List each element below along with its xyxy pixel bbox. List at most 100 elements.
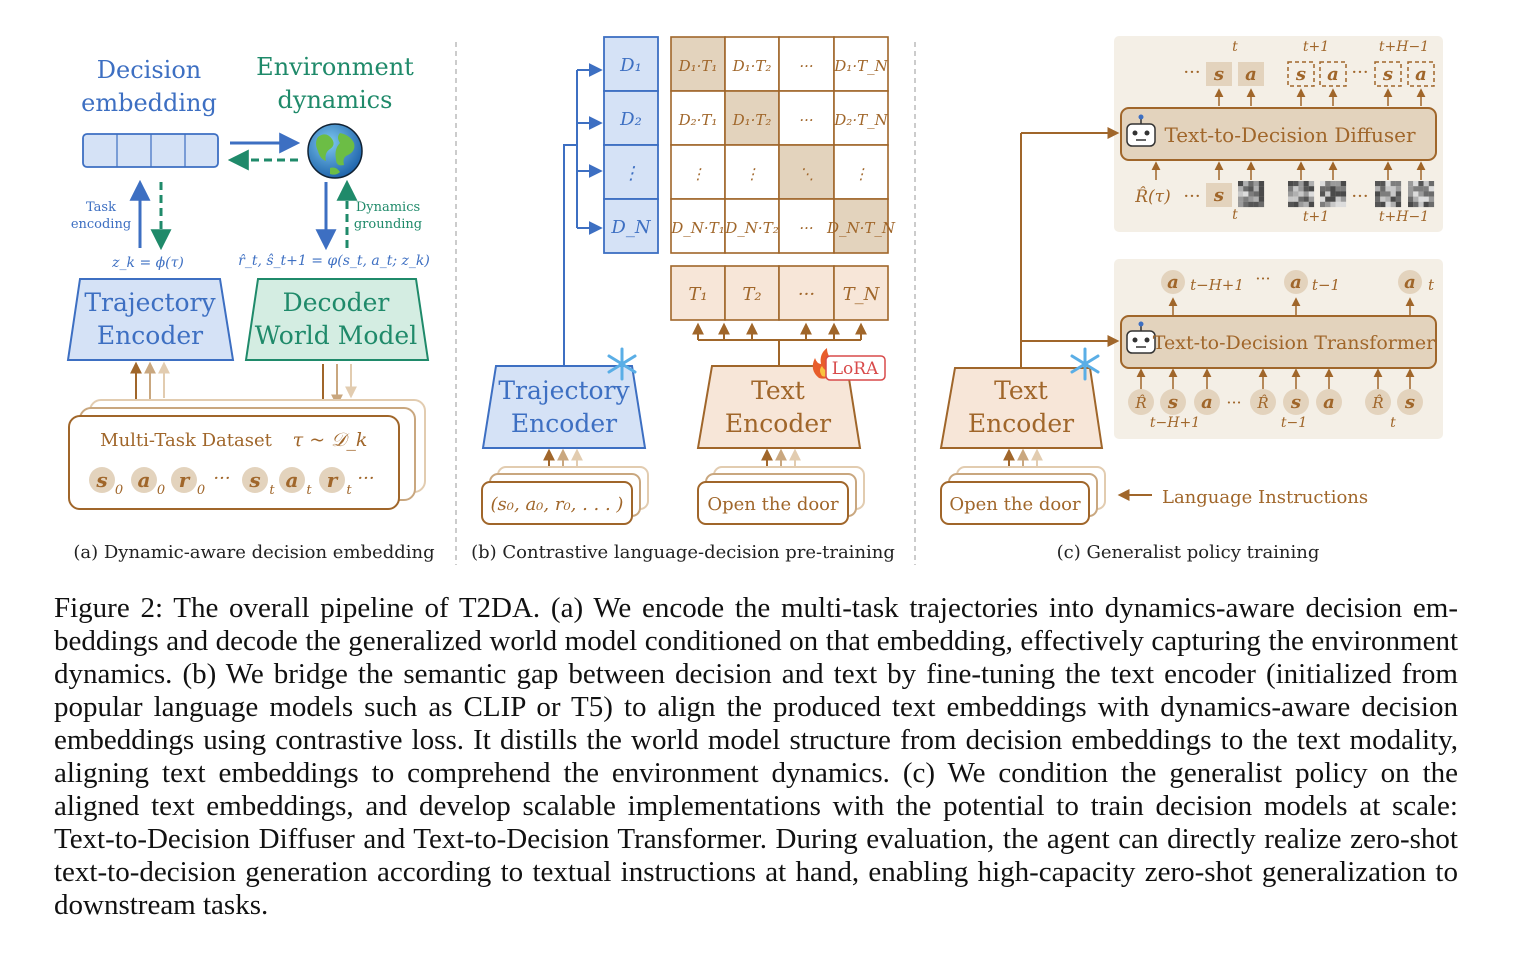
transformer-top-a3 <box>1398 270 1422 294</box>
snowflake-icon <box>1070 347 1100 381</box>
decision-embedding-cell <box>603 90 659 146</box>
text-encoder-b <box>696 365 862 449</box>
traj-encoder-b-line2: Encoder <box>511 409 617 438</box>
decision-embedding-label: D_N <box>610 217 651 238</box>
noise-patch <box>1288 181 1315 208</box>
matrix-cell <box>670 90 726 146</box>
transformer-token: a <box>1201 392 1213 413</box>
diffuser-bottom-time-t: t <box>1232 207 1238 223</box>
decision-embedding-vector <box>82 133 219 168</box>
noise-patches <box>1238 181 1435 208</box>
transformer-token: s <box>1404 392 1415 413</box>
dataset-token-bg <box>131 467 157 493</box>
dataset-token: ··· <box>357 468 374 489</box>
matrix-cell-label: D₂·T_N <box>833 111 888 129</box>
diffuser-top-s <box>1206 62 1232 86</box>
text-encoder-b-line2: Encoder <box>725 409 831 438</box>
diffuser-top-a3-text: a <box>1415 64 1427 85</box>
transformer-top-label-3: t <box>1428 276 1435 294</box>
diffuser-top-s3-text: s <box>1382 64 1393 85</box>
matrix-cell-label: ··· <box>799 219 813 237</box>
text-encoder-c-line2: Encoder <box>968 409 1074 438</box>
matrix-cell-label: D₂·T₁ <box>678 111 718 129</box>
matrix-cell <box>724 36 780 92</box>
dataset-token-subscript: t <box>269 483 275 498</box>
dataset-token-subscript: 0 <box>115 483 123 498</box>
dataset-token-bg <box>242 467 268 493</box>
dynamics-grounding-label-1: Dynamics <box>356 200 420 215</box>
lora-badge <box>825 355 886 381</box>
diffuser-top-time-tH: t+H−1 <box>1379 39 1429 55</box>
zk-formula: z_k = ϕ(τ) <box>111 255 184 271</box>
panel-b-label: (b) Contrastive language-decision pre-tr… <box>471 542 895 563</box>
transformer-token-bg <box>1316 389 1342 415</box>
diffuser-up-arrows <box>1151 88 1426 180</box>
transformer-label: Text-to-Decision Transformer <box>1153 332 1436 354</box>
text-embedding-label: T_N <box>843 284 881 305</box>
transformer-token-bg <box>1397 389 1423 415</box>
figure-caption: Figure 2: The overall pipeline of T2DA. … <box>54 592 1458 921</box>
decision-embedding-label: D₁ <box>619 55 642 76</box>
dataset-token-bg <box>171 467 197 493</box>
transformer-token-bg <box>1128 389 1154 415</box>
diffuser-bottom-s-text: s <box>1213 185 1224 206</box>
matrix-cell <box>724 144 780 200</box>
decision-embedding-cell <box>603 36 659 92</box>
dataset-token: s <box>248 468 260 492</box>
traj-encoder-a-line1: Trajectory <box>84 288 216 317</box>
transformer-top-a1-text: a <box>1167 272 1179 293</box>
matrix-cell-diagonal <box>670 36 726 92</box>
panel-a: Decision embedding Environment dynamics … <box>66 53 435 563</box>
diffuser-top-dots-left: ··· <box>1183 62 1200 83</box>
noise-patch <box>1238 181 1265 208</box>
transformer-bottom-label-2: t <box>1390 415 1396 431</box>
dataset-token: r <box>327 468 339 492</box>
decoder-world-model <box>244 278 430 361</box>
dataset-token: a <box>286 468 299 492</box>
matrix-cell-diagonal <box>833 198 889 254</box>
matrix-cell-label: D₁·T₂ <box>732 57 772 75</box>
text-encoder-b-line1: Text <box>751 376 805 405</box>
transformer-token: a <box>1323 392 1335 413</box>
decision-embedding-label: ⋮ <box>622 163 640 184</box>
transformer-top-a2 <box>1284 270 1308 294</box>
dataset-formula: τ ~ 𝒟_k <box>293 429 368 451</box>
diffuser-output-row: ··· s a s a ··· s a t t+1 t+H−1 <box>1183 39 1435 87</box>
diffuser-top-dots-mid: ··· <box>1351 62 1368 83</box>
return-to-go-tau: R̂(τ) <box>1134 187 1170 207</box>
diffuser-bottom-time-t1: t+1 <box>1303 209 1329 225</box>
diffuser-bottom-dots-mid: ··· <box>1351 186 1368 207</box>
world-model-formula: r̂_t, ŝ_t+1 = φ(s_t, a_t; z_k) <box>238 253 430 269</box>
transformer-up-arrows <box>1136 297 1415 389</box>
matrix-cell-label: ⋮ <box>854 165 869 183</box>
text-to-decision-transformer <box>1120 315 1437 369</box>
matrix-cell-label: ⋮ <box>745 165 760 183</box>
transformer-top-label-0: t−H+1 <box>1190 276 1244 294</box>
noise-patch <box>1320 181 1347 208</box>
transformer-bottom-dots: ··· <box>1226 393 1241 412</box>
diffuser-top-time-t1: t+1 <box>1303 39 1329 55</box>
diffuser-top-a <box>1238 62 1264 86</box>
text-embedding-label: ··· <box>798 284 815 305</box>
transformer-top-a3-text: a <box>1404 272 1416 293</box>
dataset-token-subscript: 0 <box>197 483 205 498</box>
matrix-cell <box>670 144 726 200</box>
transformer-token-bg <box>1194 389 1220 415</box>
text-input-label: Open the door <box>707 494 839 515</box>
c-text-input-box <box>940 481 1090 525</box>
dataset-token-bg <box>319 467 345 493</box>
panel-a-label: (a) Dynamic-aware decision embedding <box>73 542 434 563</box>
panel-c: ··· s a s a ··· s a t t+1 t+H−1 <box>939 36 1443 563</box>
diffuser-bottom-s <box>1206 183 1232 207</box>
dataset-token-subscript: t <box>306 483 312 498</box>
transformer-token-bg <box>1160 389 1186 415</box>
trajectory-encoder-b <box>481 365 647 449</box>
transformer-token-bg <box>1283 389 1309 415</box>
diffuser-top-a-text: a <box>1245 64 1257 85</box>
dataset-token: a <box>138 468 151 492</box>
pipeline-figure: Decision embedding Environment dynamics … <box>66 36 1443 565</box>
transformer-token-bg <box>1365 389 1391 415</box>
